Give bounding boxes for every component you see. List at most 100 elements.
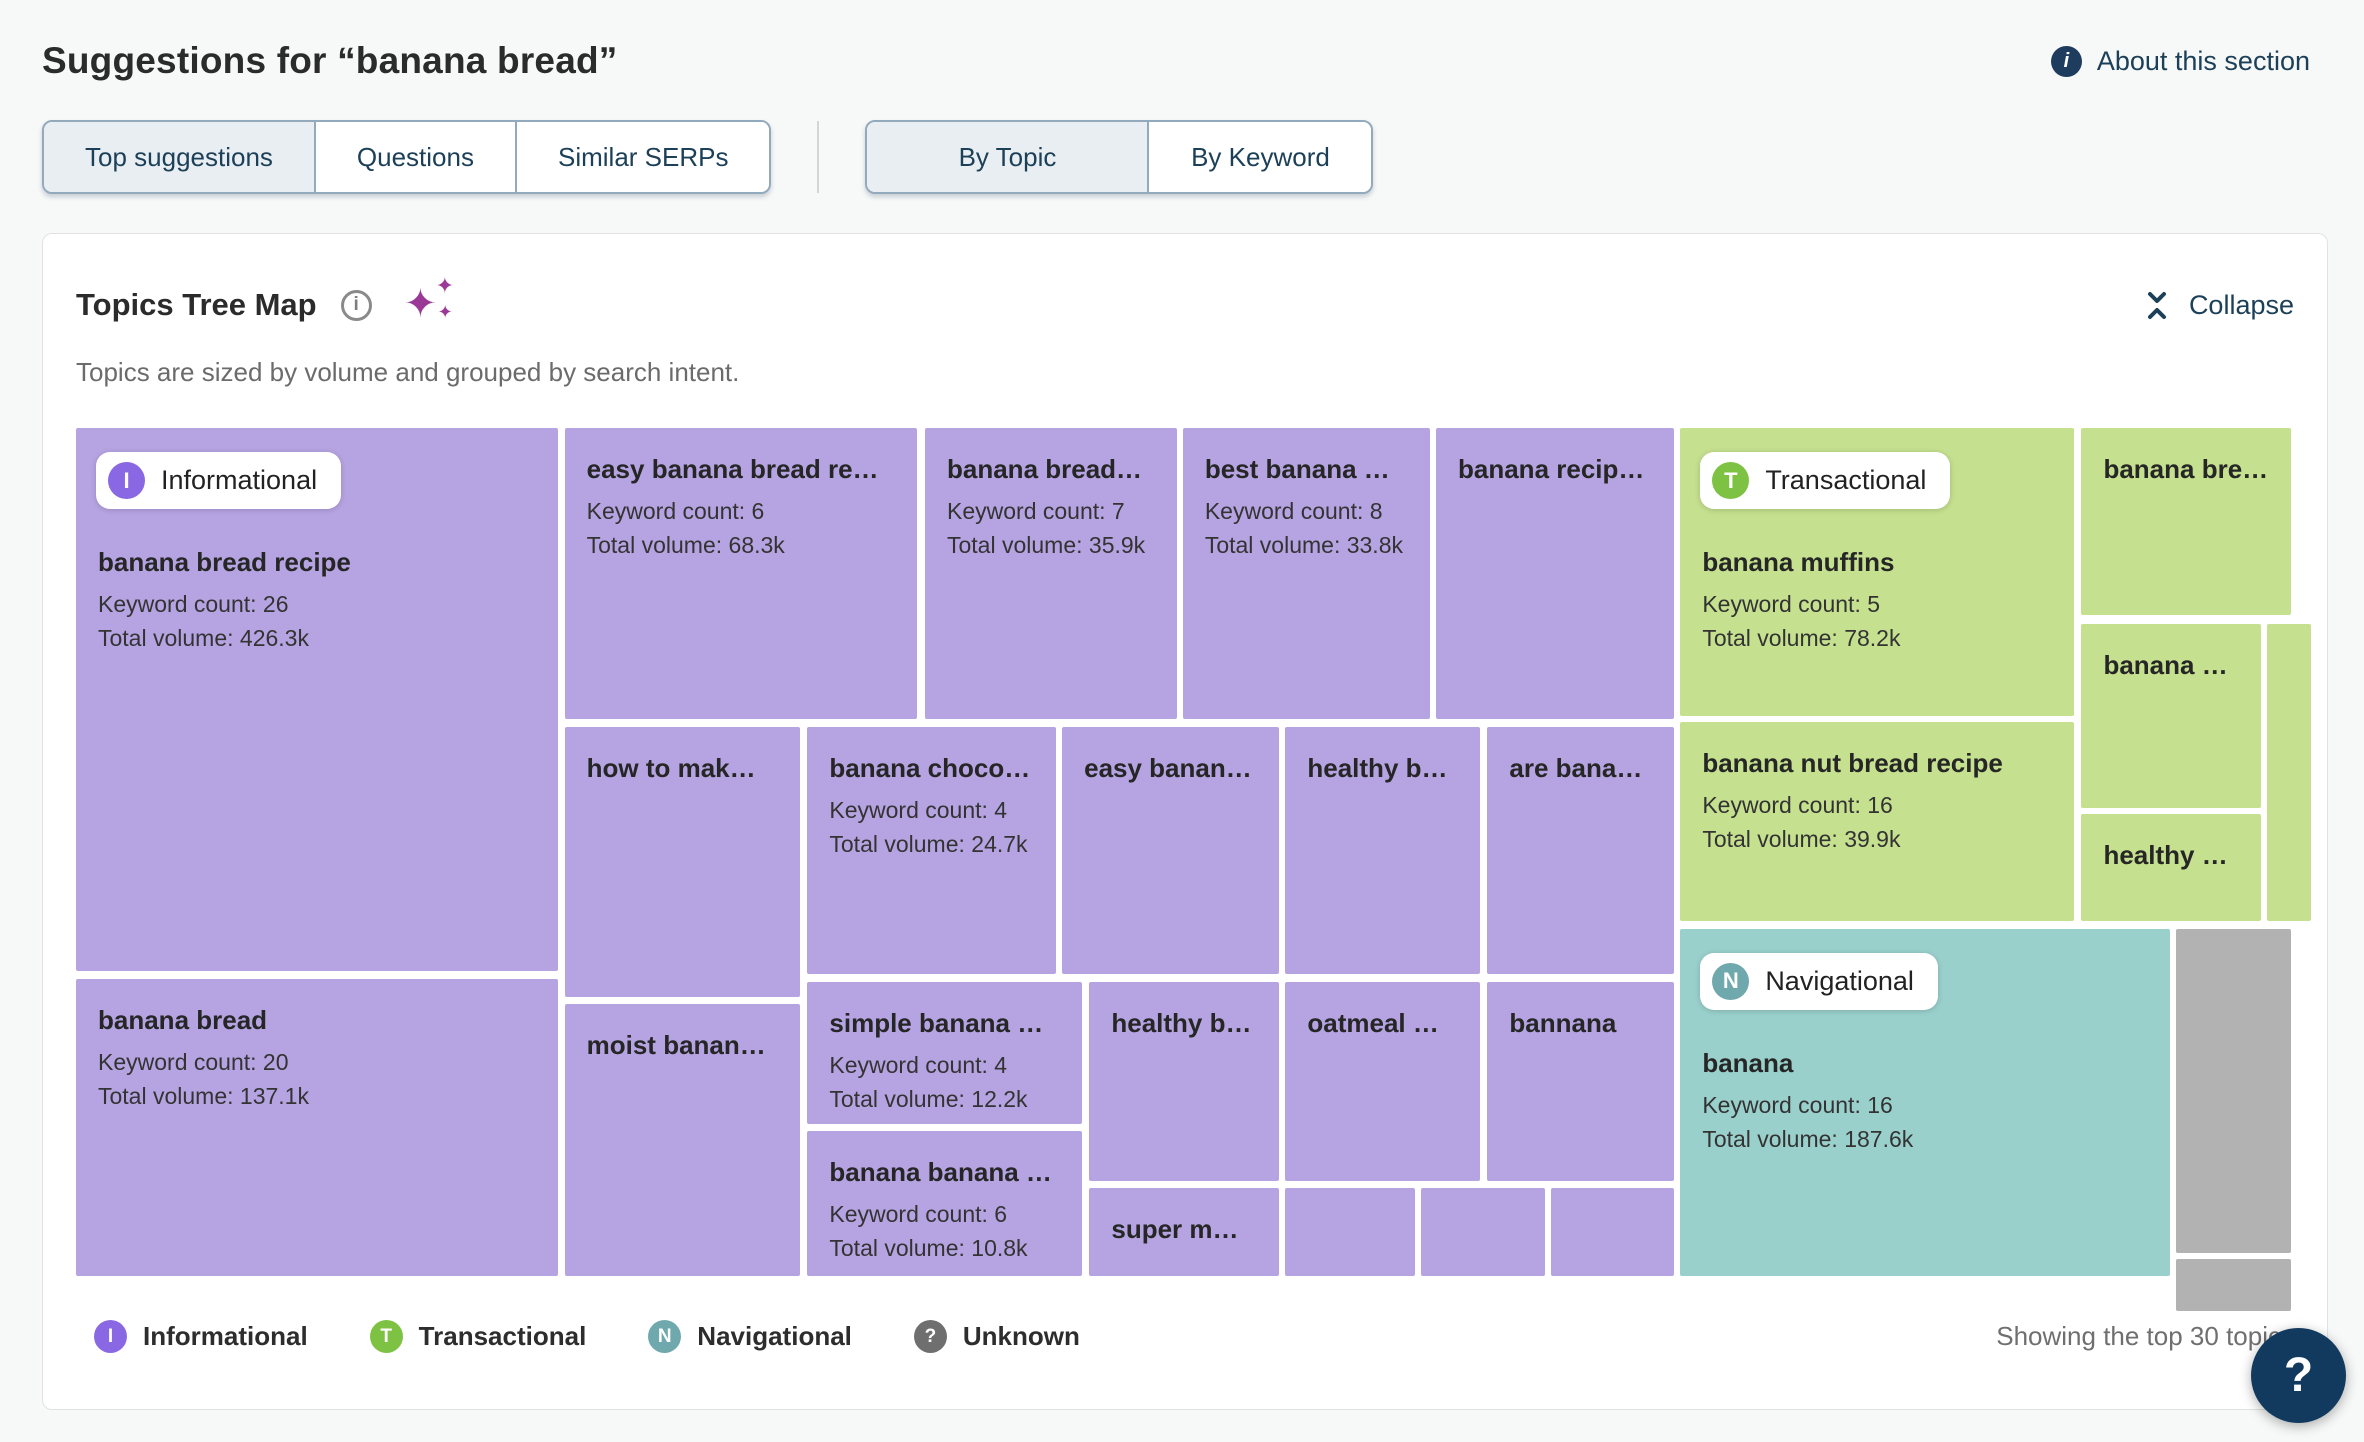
collapse-button[interactable]: Collapse xyxy=(2142,289,2294,322)
intent-badge-label: Transactional xyxy=(1765,465,1927,495)
treemap-cell-healthy-b[interactable]: healthy b… xyxy=(1089,981,1280,1181)
treemap-cell-unlabeled[interactable] xyxy=(2266,624,2311,922)
help-button[interactable]: ? xyxy=(2251,1328,2346,1423)
treemap-cell-banana[interactable]: banana … xyxy=(2081,624,2261,809)
card-header: Topics Tree Map i ✦ ✦ ✦ Collapse xyxy=(76,273,2294,330)
cell-title: banana xyxy=(1702,1047,1794,1078)
treemap-cell-unlabeled[interactable] xyxy=(2176,1259,2291,1312)
tab-by-keyword[interactable]: By Keyword xyxy=(1147,122,1372,192)
tab-similar-serps[interactable]: Similar SERPs xyxy=(514,122,770,192)
cell-total-volume: Total volume: 35.9k xyxy=(947,532,1146,558)
legend-icon-unknown: ? xyxy=(913,1320,947,1353)
treemap-cell-banana-bre[interactable]: banana bre… xyxy=(2081,428,2291,616)
collapse-icon xyxy=(2147,291,2166,319)
cell-title: super m… xyxy=(1111,1214,1239,1245)
about-this-section-link[interactable]: i About this section xyxy=(2050,45,2310,77)
cell-keyword-count: Keyword count: 4 xyxy=(829,796,1008,823)
legend-label: Transactional xyxy=(418,1321,587,1351)
cell-title: easy banan… xyxy=(1084,752,1252,783)
tab-by-topic[interactable]: By Topic xyxy=(867,122,1148,192)
cell-title: banana bre… xyxy=(2103,454,2269,484)
cell-title: banana nut bread recipe xyxy=(1702,748,2003,779)
treemap-cell-are-bana[interactable]: are bana… xyxy=(1487,726,1675,975)
treemap-cell-oatmeal[interactable]: oatmeal … xyxy=(1285,981,1480,1181)
cell-total-volume: Total volume: 39.9k xyxy=(1702,826,1901,853)
cell-total-volume: Total volume: 187.6k xyxy=(1702,1125,1914,1152)
cell-title: banana choco… xyxy=(829,752,1031,783)
cell-title: best banana … xyxy=(1204,454,1390,484)
cell-stats: Keyword count: 7 Total volume: 35.9k xyxy=(947,494,1155,562)
treemap-cell-unlabeled[interactable] xyxy=(1550,1188,1675,1276)
treemap-cell-banana-recip[interactable]: banana recip… xyxy=(1436,428,1675,720)
treemap-cell-unlabeled[interactable] xyxy=(2176,928,2291,1254)
cell-title: bannana xyxy=(1509,1007,1617,1038)
tab-questions[interactable]: Questions xyxy=(313,122,515,192)
intent-letter-icon-transactional: T xyxy=(1712,462,1750,499)
cell-total-volume: Total volume: 78.2k xyxy=(1702,625,1901,651)
cell-title: healthy b… xyxy=(1111,1007,1252,1038)
tab-top-suggestions[interactable]: Top suggestions xyxy=(44,122,314,192)
cell-keyword-count: Keyword count: 5 xyxy=(1702,591,1881,617)
cell-title: banana bread recipe xyxy=(98,547,351,577)
info-outline-icon[interactable]: i xyxy=(340,289,372,321)
cell-title: banana bread… xyxy=(947,454,1143,484)
cell-title: easy banana bread re… xyxy=(586,454,879,484)
cell-total-volume: Total volume: 12.2k xyxy=(829,1085,1028,1112)
cell-title: oatmeal … xyxy=(1307,1007,1439,1038)
treemap-cell-healthy-b[interactable]: healthy b… xyxy=(1285,726,1480,975)
cell-title: banana muffins xyxy=(1702,547,1895,577)
sparkle-small-bottom: ✦ xyxy=(437,302,453,322)
cell-keyword-count: Keyword count: 26 xyxy=(98,591,289,617)
legend-icon-transactional: T xyxy=(369,1320,403,1353)
treemap-cell-moist-banan[interactable]: moist banan… xyxy=(564,1004,800,1276)
cell-title: moist banan… xyxy=(586,1030,766,1061)
info-filled-icon: i xyxy=(2050,45,2082,77)
cell-keyword-count: Keyword count: 6 xyxy=(586,498,765,524)
intent-letter-icon-informational: I xyxy=(108,462,145,499)
legend-item-transactional: T Transactional xyxy=(369,1320,587,1353)
legend-icon-navigational: N xyxy=(648,1320,682,1353)
tab-group-divider xyxy=(817,121,820,193)
intent-letter-icon-navigational: N xyxy=(1712,962,1750,1000)
cell-keyword-count: Keyword count: 20 xyxy=(98,1048,289,1075)
legend-icon-informational: I xyxy=(94,1320,127,1353)
cell-keyword-count: Keyword count: 6 xyxy=(829,1201,1008,1228)
treemap-cell-banana-bread[interactable]: banana bread… Keyword count: 7 Total volum… xyxy=(925,428,1177,720)
cell-total-volume: Total volume: 33.8k xyxy=(1204,532,1403,558)
treemap-cell-healthy[interactable]: healthy … xyxy=(2081,814,2261,922)
cell-keyword-count: Keyword count: 7 xyxy=(947,498,1125,524)
cell-total-volume: Total volume: 426.3k xyxy=(98,625,309,651)
treemap-cell-super-m[interactable]: super m… xyxy=(1089,1188,1280,1276)
cell-title: are bana… xyxy=(1509,752,1643,783)
card-title-wrap: Topics Tree Map i ✦ ✦ ✦ xyxy=(76,273,462,330)
cell-title: banana bread xyxy=(98,1004,268,1035)
cell-keyword-count: Keyword count: 16 xyxy=(1702,792,1893,819)
treemap-cell-bannana[interactable]: bannana xyxy=(1487,981,1675,1181)
treemap-cell-how-to-mak[interactable]: how to mak… xyxy=(564,726,800,997)
cell-title: healthy … xyxy=(2103,840,2228,871)
treemap-cell-unlabeled[interactable] xyxy=(1285,1188,1415,1276)
treemap-cell-easy-banan[interactable]: easy banan… xyxy=(1062,726,1280,975)
card-subtitle: Topics are sized by volume and grouped b… xyxy=(76,357,740,387)
legend-label: Unknown xyxy=(962,1321,1080,1351)
legend-label: Navigational xyxy=(697,1321,852,1351)
treemap-cell-unlabeled[interactable] xyxy=(1420,1188,1545,1276)
